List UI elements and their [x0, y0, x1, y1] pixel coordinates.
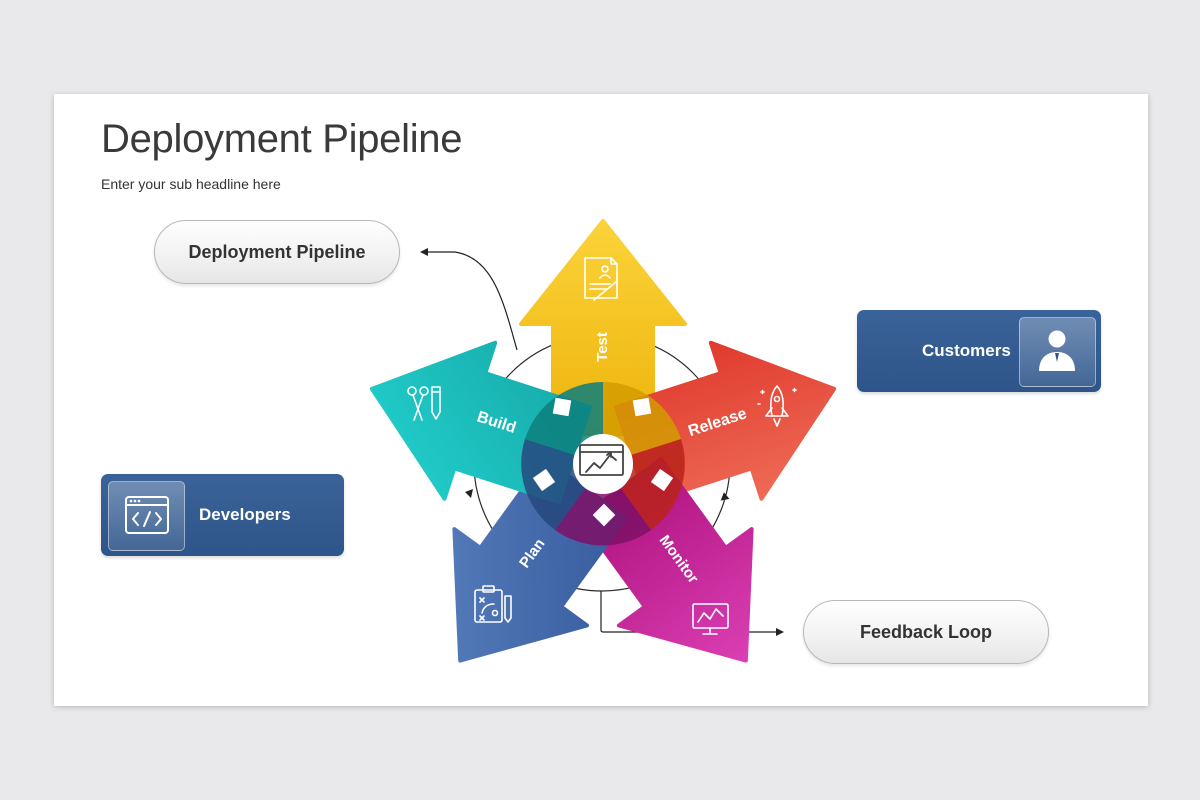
customers-label: Customers — [922, 341, 1011, 360]
strategy-board-icon — [474, 585, 512, 623]
growth-chart-icon — [579, 444, 624, 476]
page-subtitle: Enter your sub headline here — [101, 176, 281, 192]
ring-arrow-icon — [465, 489, 473, 498]
page-title: Deployment Pipeline — [101, 117, 463, 161]
customers-icon-tile — [1019, 317, 1096, 387]
deployment-pipeline-pill: Deployment Pipeline — [154, 220, 400, 284]
feedback-loop-pill: Feedback Loop — [803, 600, 1049, 664]
stage-label-test: Test — [594, 332, 611, 362]
tools-icon — [407, 386, 441, 421]
ring-arrow-icon — [720, 492, 730, 501]
pipeline-diagram: Test Release Monitor Plan Build — [369, 219, 837, 663]
customers-box: Customers — [857, 310, 1101, 392]
connector-to-feedback-pill — [600, 591, 784, 636]
code-window-icon — [125, 496, 169, 534]
developers-icon-tile — [108, 481, 185, 551]
user-icon — [1039, 330, 1075, 371]
developers-label: Developers — [199, 505, 291, 524]
developers-box: Developers — [101, 474, 344, 556]
monitor-chart-icon — [692, 603, 729, 635]
slide: Deployment Pipeline Enter your sub headl… — [54, 94, 1148, 706]
rocket-icon — [757, 385, 797, 427]
connector-to-pipeline-pill — [420, 248, 518, 351]
document-icon — [584, 257, 618, 301]
hub-notches — [532, 397, 674, 527]
